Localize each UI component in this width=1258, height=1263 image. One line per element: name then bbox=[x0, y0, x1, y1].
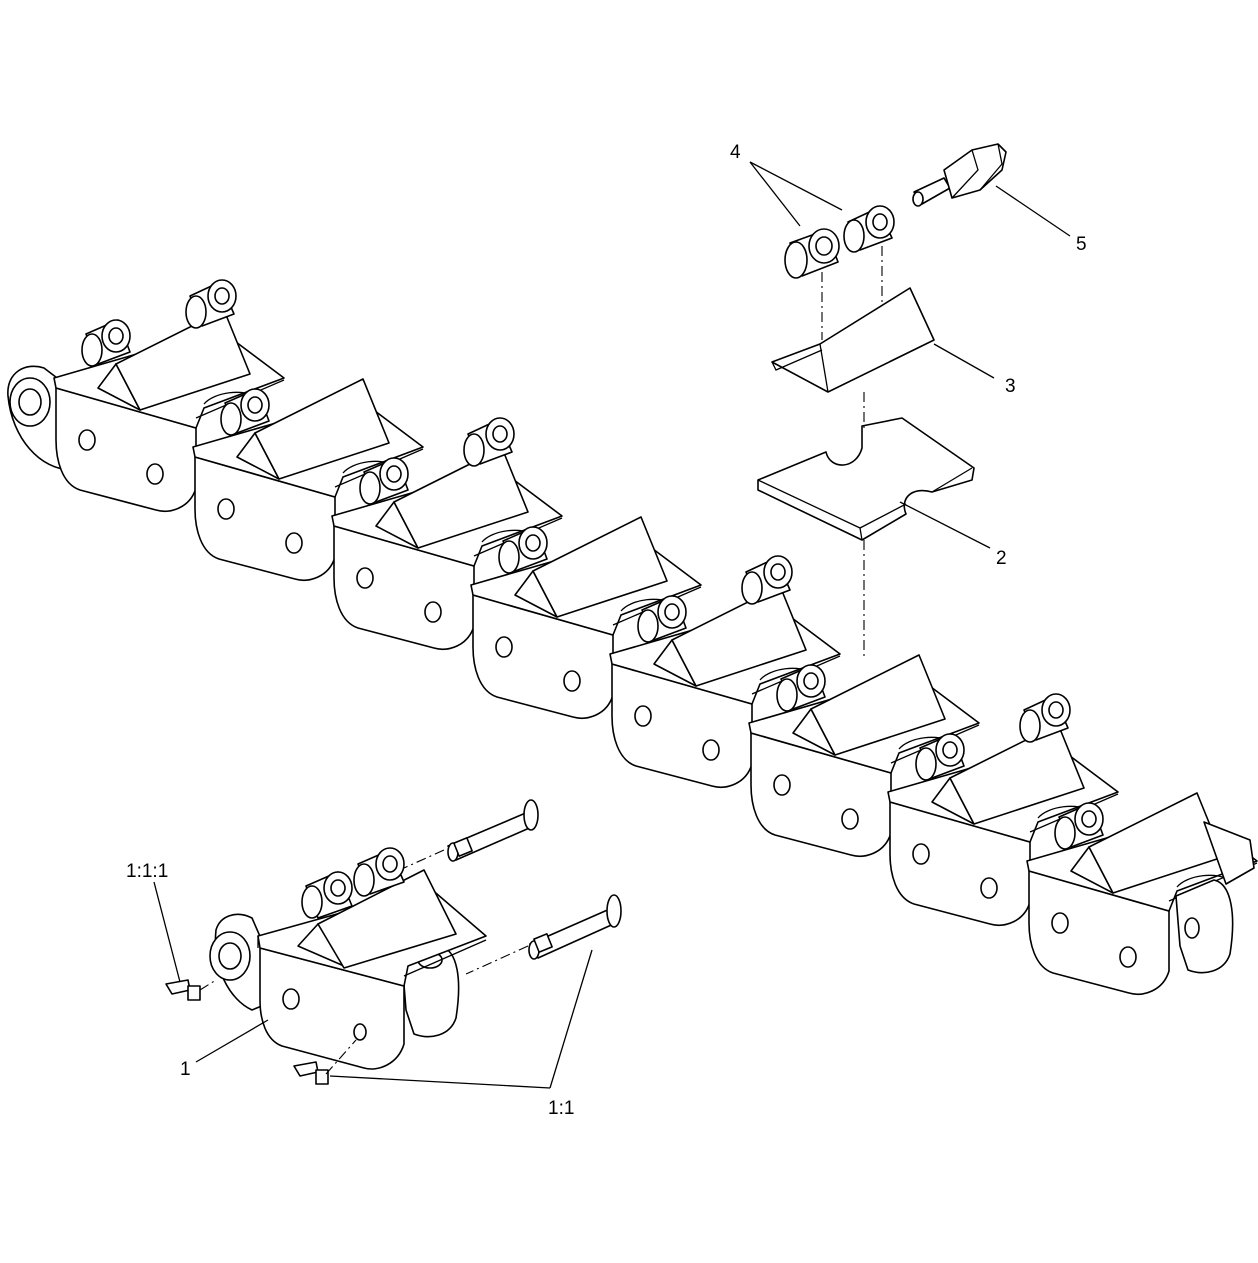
tooth-holder-right bbox=[843, 205, 895, 253]
chain-link bbox=[1026, 792, 1258, 995]
chain-link bbox=[192, 378, 424, 581]
chain-end-plates bbox=[1175, 821, 1255, 974]
alignment-lines bbox=[821, 246, 883, 660]
callout-5: 5 bbox=[1076, 234, 1087, 255]
callout-1: 1 bbox=[180, 1059, 191, 1080]
chain-link bbox=[53, 279, 285, 512]
chain-link bbox=[887, 693, 1119, 926]
chain-link bbox=[609, 555, 841, 788]
callout-labels: 4 5 3 2 1:1:1 1 1:1 bbox=[126, 142, 1087, 1119]
leader-lines bbox=[153, 161, 1071, 1089]
callout-4: 4 bbox=[730, 142, 741, 163]
tooth-holder-left bbox=[784, 228, 840, 279]
chain-link bbox=[331, 417, 563, 650]
callout-3: 3 bbox=[1005, 376, 1016, 397]
callout-1-1-1: 1:1:1 bbox=[126, 861, 168, 882]
callout-1-1: 1:1 bbox=[548, 1098, 574, 1119]
cutting-tooth bbox=[912, 143, 1007, 207]
chain-link bbox=[748, 654, 980, 857]
spacer-plate bbox=[757, 417, 975, 541]
detached-link-assembly bbox=[165, 799, 622, 1085]
callout-2: 2 bbox=[996, 548, 1007, 569]
chain-assembly bbox=[7, 279, 1258, 995]
angle-bracket bbox=[771, 287, 935, 393]
chain-link bbox=[470, 516, 702, 719]
